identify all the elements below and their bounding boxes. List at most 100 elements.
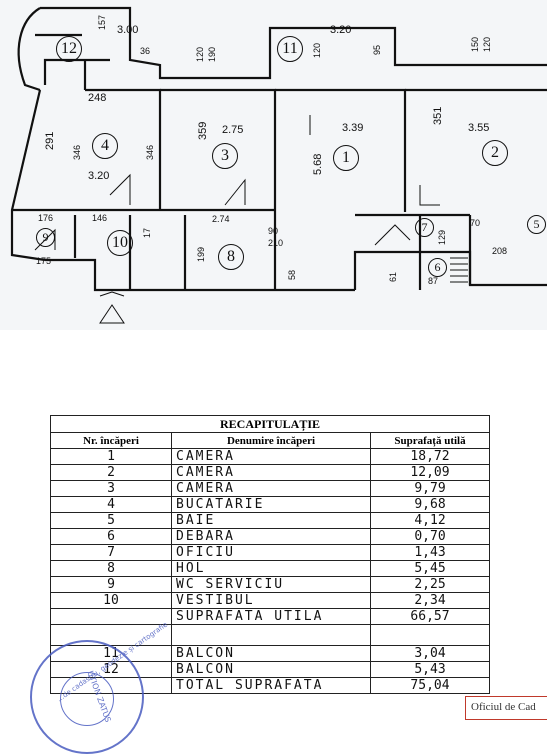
row-name: BAIE [171,512,371,529]
header-nr: Nr. încăperi [50,432,172,449]
dim-label: 150 [470,36,480,52]
dim-label: 95 [372,44,382,55]
dim-label: 3.00 [117,24,139,36]
row-name: CAMERA [171,464,371,481]
row-name: WC SERVICIU [171,576,371,593]
row-name: BUCATARIE [171,496,371,513]
table-row: 9 WC SERVICIU 2,25 [50,576,490,593]
row-name: CAMERA [171,448,371,465]
dim-label: 3.55 [468,122,490,134]
table-row: 5 BAIE 4,12 [50,512,490,529]
subtotal-row: SUPRAFATA UTILA 66,57 [50,608,490,625]
floor-plan: 1 2 3 4 5 6 7 8 9 10 11 12 3.00 3.20 157… [0,0,547,330]
official-stamp: ...de cadastru, geodezie și cartografie … [30,621,169,754]
row-area: 12,09 [370,464,490,481]
row-name: HOL [171,560,371,577]
dim-label: 248 [88,92,107,104]
dim-label: 2.75 [222,124,244,136]
dim-label: 120 [312,42,322,58]
table-row: 1 CAMERA 18,72 [50,448,490,465]
dim-label: 5.68 [312,153,324,175]
dim-label: 175 [36,256,52,266]
room-8-marker: 8 [218,244,244,270]
dim-label: 3.20 [88,170,110,182]
row-nr: 8 [50,560,172,577]
dim-label: 120 [195,46,205,62]
header-name: Denumire încăperi [171,432,371,449]
row-nr: 10 [50,592,172,609]
row-area: 5,45 [370,560,490,577]
table-row: 8 HOL 5,45 [50,560,490,577]
floor-plan-drawing [10,6,547,324]
dim-label: 120 [482,36,492,52]
row-nr: 9 [50,576,172,593]
row-area: 5,43 [370,661,490,678]
row-nr: 1 [50,448,172,465]
total-label: TOTAL SUPRAFATA [171,677,371,694]
dim-label: 359 [197,121,209,140]
dim-label: 351 [432,106,444,125]
row-nr: 2 [50,464,172,481]
table-row: 3 CAMERA 9,79 [50,480,490,497]
row-name: OFICIU [171,544,371,561]
row-name: CAMERA [171,480,371,497]
room-2-marker: 2 [482,140,508,166]
table-row: 7 OFICIU 1,43 [50,544,490,561]
room-10-marker: 10 [107,230,133,256]
dim-label: 17 [142,227,152,238]
dim-label: 90 [268,226,279,236]
row-area: 0,70 [370,528,490,545]
row-name: VESTIBUL [171,592,371,609]
recap-table: RECAPITULAȚIE Nr. încăperi Denumire încă… [50,415,490,694]
dim-label: 176 [38,213,54,223]
official-office-label: Oficiul de Cad [465,696,547,720]
row-nr: 4 [50,496,172,513]
room-9-marker: 9 [36,228,55,247]
room-6-marker: 6 [428,258,447,277]
row-area: 18,72 [370,448,490,465]
dim-label: 58 [287,269,297,280]
dim-label: 291 [44,131,56,150]
row-area: 9,79 [370,480,490,497]
dim-label: 208 [492,246,508,256]
room-1-marker: 1 [333,145,359,171]
table-title: RECAPITULAȚIE [50,415,490,433]
row-area: 1,43 [370,544,490,561]
header-area: Suprafață utilă [370,432,490,449]
dim-label: 3.39 [342,122,364,134]
row-area: 3,04 [370,645,490,662]
dim-label: 346 [145,144,155,160]
row-area: 2,25 [370,576,490,593]
row-name: DEBARA [171,528,371,545]
row-nr: 6 [50,528,172,545]
row-name: BALCON [171,661,371,678]
dim-label: 70 [470,218,481,228]
table-row: 6 DEBARA 0,70 [50,528,490,545]
total-area: 75,04 [370,677,490,694]
spacer-row [50,624,490,646]
room-3-marker: 3 [212,143,238,169]
table-row: 10 VESTIBUL 2,34 [50,592,490,609]
row-area: 4,12 [370,512,490,529]
dim-label: 87 [428,276,439,286]
dim-label: 190 [207,46,217,62]
room-11-marker: 11 [277,36,303,62]
row-area: 2,34 [370,592,490,609]
subtotal-label: SUPRAFATA UTILA [171,608,371,625]
dim-label: 157 [97,14,107,30]
dim-label: 146 [92,213,108,223]
table-row: 4 BUCATARIE 9,68 [50,496,490,513]
room-12-marker: 12 [56,36,82,62]
dim-label: 199 [196,246,206,262]
room-5-marker: 5 [527,215,546,234]
dim-label: 346 [72,144,82,160]
dim-label: 210 [268,238,284,248]
row-nr: 7 [50,544,172,561]
row-area: 9,68 [370,496,490,513]
dim-label: 129 [437,229,447,245]
dim-label: 61 [388,271,398,282]
room-4-marker: 4 [92,133,118,159]
dim-label: 36 [140,46,151,56]
subtotal-area: 66,57 [370,608,490,625]
dim-label: 2.74 [212,214,230,224]
